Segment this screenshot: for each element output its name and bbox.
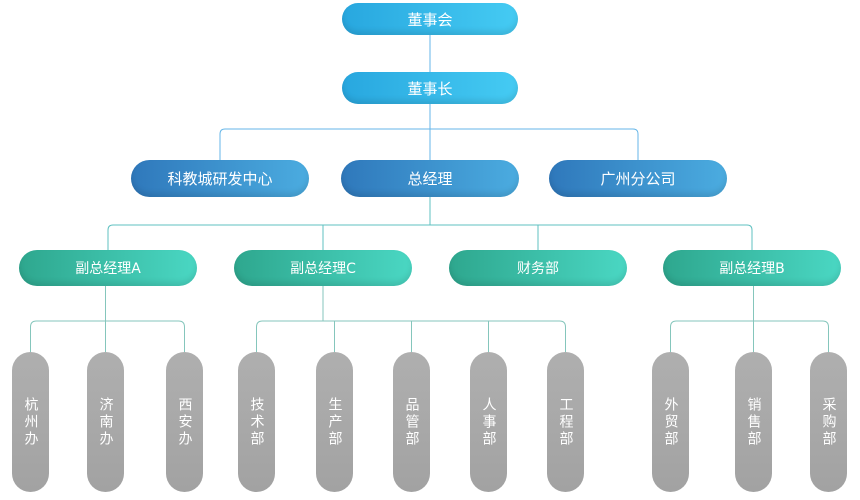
- org-node-hangzhou-office[interactable]: 杭州办: [12, 352, 49, 492]
- leaf-connector-group: [30, 286, 829, 352]
- org-node-qc-dept[interactable]: 品管部: [393, 352, 430, 492]
- org-node-hr-dept[interactable]: 人事部: [470, 352, 507, 492]
- node-label: 销售部: [745, 396, 762, 448]
- node-label: 人事部: [480, 396, 497, 448]
- org-node-tech-dept[interactable]: 技术部: [238, 352, 275, 492]
- node-label: 董事长: [407, 79, 453, 98]
- org-node-chairman[interactable]: 董事长: [342, 72, 518, 104]
- node-label: 工程部: [557, 396, 574, 448]
- org-node-general-manager[interactable]: 总经理: [341, 160, 519, 197]
- node-label: 采购部: [820, 396, 837, 448]
- blue-connector-group: [219, 35, 639, 160]
- teal-connector-group: [107, 197, 753, 250]
- org-node-finance-dept[interactable]: 财务部: [449, 250, 627, 286]
- org-node-deputy-gm-a[interactable]: 副总经理A: [19, 250, 197, 286]
- node-label: 西安办: [176, 396, 193, 448]
- org-node-deputy-gm-b[interactable]: 副总经理B: [663, 250, 841, 286]
- org-node-production-dept[interactable]: 生产部: [316, 352, 353, 492]
- node-label: 外贸部: [662, 396, 679, 448]
- org-node-engineering-dept[interactable]: 工程部: [547, 352, 584, 492]
- org-node-foreign-trade-dept[interactable]: 外贸部: [652, 352, 689, 492]
- node-label: 生产部: [326, 396, 343, 448]
- node-label: 杭州办: [22, 396, 39, 448]
- org-node-deputy-gm-c[interactable]: 副总经理C: [234, 250, 412, 286]
- node-label: 广州分公司: [600, 170, 676, 188]
- node-label: 副总经理A: [75, 261, 141, 277]
- node-label: 品管部: [403, 396, 420, 448]
- node-label: 技术部: [248, 396, 265, 448]
- node-label: 副总经理B: [719, 261, 785, 277]
- node-label: 总经理: [407, 170, 453, 188]
- org-node-sales-dept[interactable]: 销售部: [735, 352, 772, 492]
- org-node-purchasing-dept[interactable]: 采购部: [810, 352, 847, 492]
- org-node-rd-center[interactable]: 科教城研发中心: [131, 160, 309, 197]
- org-node-board-of-directors[interactable]: 董事会: [342, 3, 518, 35]
- org-node-jinan-office[interactable]: 济南办: [87, 352, 124, 492]
- node-label: 财务部: [517, 261, 559, 277]
- node-label: 副总经理C: [290, 261, 356, 277]
- node-label: 济南办: [97, 396, 114, 448]
- org-node-xian-office[interactable]: 西安办: [166, 352, 203, 492]
- node-label: 董事会: [407, 10, 453, 29]
- node-label: 科教城研发中心: [167, 170, 273, 188]
- org-node-guangzhou-branch[interactable]: 广州分公司: [549, 160, 727, 197]
